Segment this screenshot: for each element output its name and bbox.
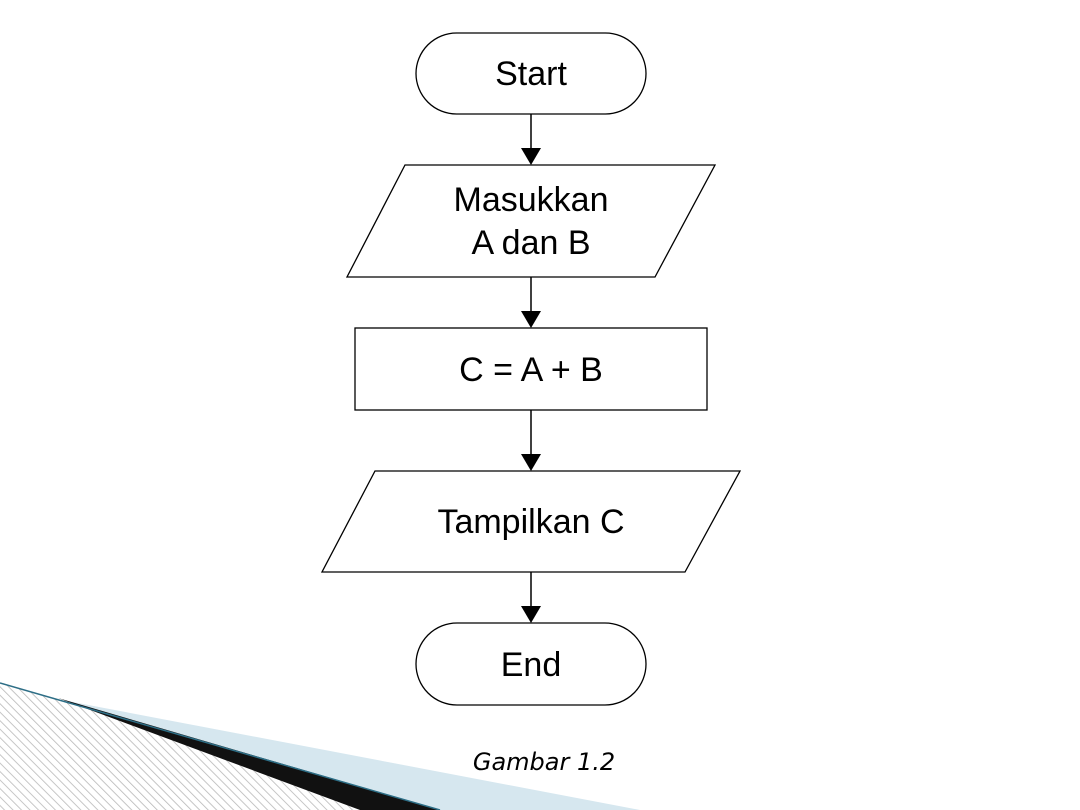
arrowhead-end (521, 606, 541, 623)
arrowhead-process (521, 311, 541, 328)
decor-teal-edge (0, 682, 441, 810)
corner-decoration (0, 682, 640, 810)
input-label-line2: A dan B (471, 224, 590, 262)
input-parallelogram: Masukkan A dan B (345, 164, 717, 278)
output-label: Tampilkan C (437, 503, 624, 541)
connectors (521, 114, 541, 623)
output-parallelogram: Tampilkan C (320, 470, 742, 573)
end-terminator: End (415, 622, 647, 706)
process-box: C = A + B (354, 327, 708, 411)
process-label: C = A + B (459, 351, 603, 389)
figure-caption: Gambar 1.2 (473, 748, 615, 776)
end-label: End (501, 646, 562, 684)
arrowhead-input (521, 148, 541, 165)
arrowhead-output (521, 454, 541, 471)
input-label-line1: Masukkan (454, 181, 609, 219)
decor-light-band (62, 700, 640, 810)
start-label: Start (495, 55, 567, 93)
start-terminator: Start (415, 32, 647, 115)
